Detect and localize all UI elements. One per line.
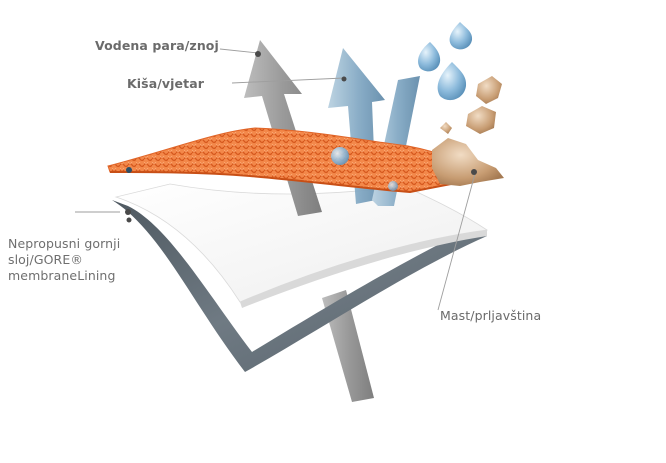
lining-layer: [112, 200, 487, 372]
pointer-lines: [75, 48, 477, 311]
label-rain-wind: Kiša/vjetar: [127, 76, 204, 91]
label-membrane-line2: sloj/GORE®: [8, 252, 83, 267]
label-membrane: Nepropusni gornji sloj/GORE® membraneLin…: [8, 236, 120, 284]
label-membrane-line1: Nepropusni gornji: [8, 236, 121, 251]
label-grease-dirt: Mast/prljavština: [440, 308, 542, 323]
water-drops: [331, 22, 473, 191]
label-water-vapor: Vodena para/znoj: [95, 38, 219, 53]
pointer-dots: [125, 51, 477, 223]
dirt-particles: [432, 76, 504, 186]
label-membrane-line3: membraneLining: [8, 268, 116, 283]
